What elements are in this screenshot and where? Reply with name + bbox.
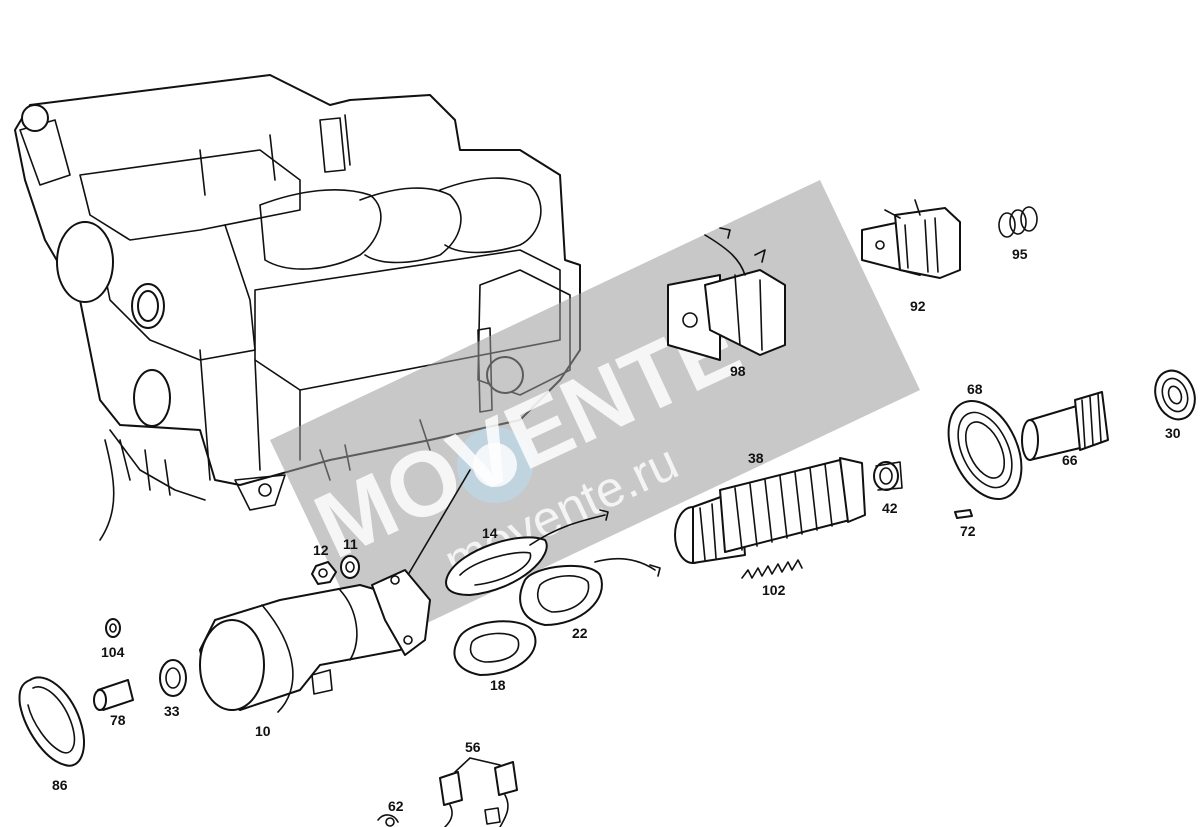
part-56-brushes bbox=[439, 757, 518, 827]
part-11-washer bbox=[340, 555, 360, 579]
label-72: 72 bbox=[960, 523, 976, 539]
label-95: 95 bbox=[1012, 246, 1028, 262]
part-62-screw bbox=[377, 814, 399, 827]
part-38-armature bbox=[674, 457, 866, 564]
part-72-pin bbox=[954, 509, 973, 519]
label-62: 62 bbox=[388, 798, 404, 814]
label-10: 10 bbox=[255, 723, 271, 739]
part-98-relay bbox=[667, 227, 786, 361]
label-98: 98 bbox=[730, 363, 746, 379]
label-78: 78 bbox=[110, 712, 126, 728]
label-18: 18 bbox=[490, 677, 506, 693]
label-56: 56 bbox=[465, 739, 481, 755]
label-11: 11 bbox=[343, 536, 358, 552]
label-66: 66 bbox=[1062, 452, 1078, 468]
label-86: 86 bbox=[52, 777, 68, 793]
part-labels: 98 92 95 68 30 66 38 42 72 102 14 22 18 … bbox=[52, 246, 1181, 814]
label-33: 33 bbox=[164, 703, 180, 719]
label-68: 68 bbox=[967, 381, 983, 397]
part-68-bearing bbox=[947, 399, 1023, 501]
label-38: 38 bbox=[748, 450, 764, 466]
part-95-rings bbox=[998, 206, 1038, 238]
label-102: 102 bbox=[762, 582, 786, 598]
part-78-sleeve bbox=[93, 679, 134, 711]
part-104-nut bbox=[105, 618, 121, 638]
part-12-nut bbox=[311, 561, 337, 585]
label-104: 104 bbox=[101, 644, 125, 660]
part-10-starter-motor bbox=[199, 569, 431, 713]
part-14-field-coil bbox=[445, 509, 609, 596]
part-30-bearing bbox=[1154, 369, 1196, 421]
part-22-field-coil bbox=[519, 557, 661, 626]
label-22: 22 bbox=[572, 625, 588, 641]
label-14: 14 bbox=[482, 525, 498, 541]
label-42: 42 bbox=[882, 500, 898, 516]
part-102-spring bbox=[741, 559, 803, 579]
part-33-seal bbox=[159, 659, 187, 697]
part-42-bushing bbox=[873, 461, 903, 491]
label-12: 12 bbox=[313, 542, 329, 558]
leader-line bbox=[404, 469, 471, 581]
part-92-solenoid bbox=[861, 199, 961, 279]
label-92: 92 bbox=[910, 298, 926, 314]
part-66-drive-shaft bbox=[1021, 391, 1109, 461]
label-30: 30 bbox=[1165, 425, 1181, 441]
part-86-o-ring bbox=[18, 676, 85, 767]
part-18-field-coil bbox=[453, 620, 537, 676]
